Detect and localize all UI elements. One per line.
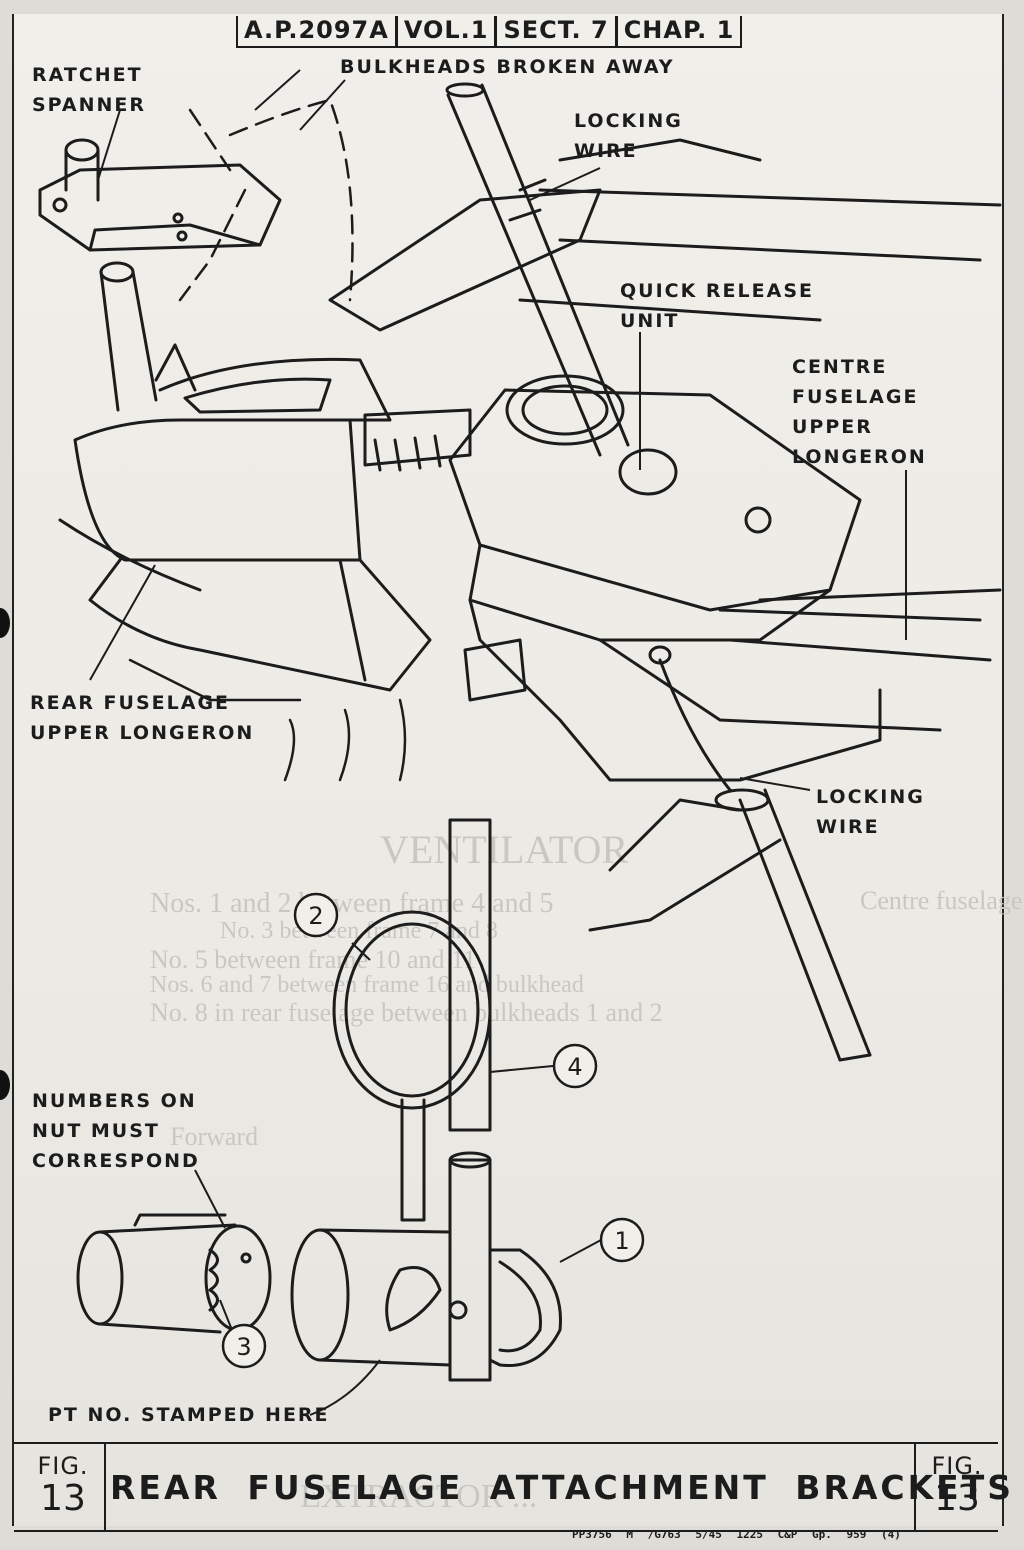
label-rear-fuselage-upper-longeron: REAR FUSELAGE UPPER LONGERON [30,692,255,744]
technical-drawing: 1 2 3 4 [38,69,1002,1416]
header-volume: VOL.1 [398,16,498,46]
figure-number-left: FIG. 13 [22,1444,106,1530]
pull-ring-part-2 [332,910,492,1222]
bulkheads-outline [178,98,354,302]
document-header: A.P.2097A VOL.1 SECT. 7 CHAP. 1 [236,16,743,48]
callout-4: 4 [567,1053,582,1081]
leader-lines [89,69,907,1416]
label-quick-release-unit: QUICK RELEASE UNIT [620,280,814,332]
header-ap-number: A.P.2097A [238,16,398,46]
locking-pin-part-4 [448,818,492,1382]
label-pt-no-stamped-here: PT NO. STAMPED HERE [48,1404,330,1426]
callout-4-circle [552,1043,598,1089]
print-code: PP3756 M /G763 5/45 1225 C&P Gp. 959 (4) [572,1528,901,1541]
binder-hole [0,1070,10,1100]
header-section: SECT. 7 [497,16,618,46]
callout-1-circle [599,1217,645,1263]
label-bulkheads-broken-away: BULKHEADS BROKEN AWAY [340,56,675,78]
label-ratchet-spanner: RATCHET SPANNER [32,64,146,116]
ratchet-spanner-drawing [38,138,282,412]
callout-1: 1 [614,1227,629,1255]
page-frame [12,14,1004,1526]
callout-3: 3 [236,1333,251,1361]
label-locking-wire-top: LOCKING WIRE [574,110,683,162]
rear-fuselage-bracket [58,357,472,692]
figure-title: REAR FUSELAGE ATTACHMENT BRACKETS [110,1468,1015,1507]
header-chapter: CHAP. 1 [623,16,735,44]
figure-caption-box: FIG. 13 REAR FUSELAGE ATTACHMENT BRACKET… [14,1442,1015,1532]
quick-release-unit [448,374,1002,792]
label-numbers-on-nut: NUMBERS ON NUT MUST CORRESPOND [32,1090,200,1172]
figure-number-right: FIG. 13 [914,1444,998,1530]
callout-circles [221,892,645,1369]
rear-longeron-structure [128,658,407,782]
label-centre-fuselage-upper-longeron: CENTRE FUSELAGE UPPER LONGERON [792,356,927,468]
label-locking-wire-bottom: LOCKING WIRE [816,786,925,838]
callout-2: 2 [308,902,323,930]
callout-3-circle [221,1323,267,1369]
binder-hole [0,608,10,638]
bracket-body-part-1 [290,1228,562,1368]
callout-2-circle [293,892,339,938]
centre-fuselage-longeron [328,138,1002,332]
nut-part-3 [76,1213,272,1334]
locking-rod-lower [588,788,872,1062]
